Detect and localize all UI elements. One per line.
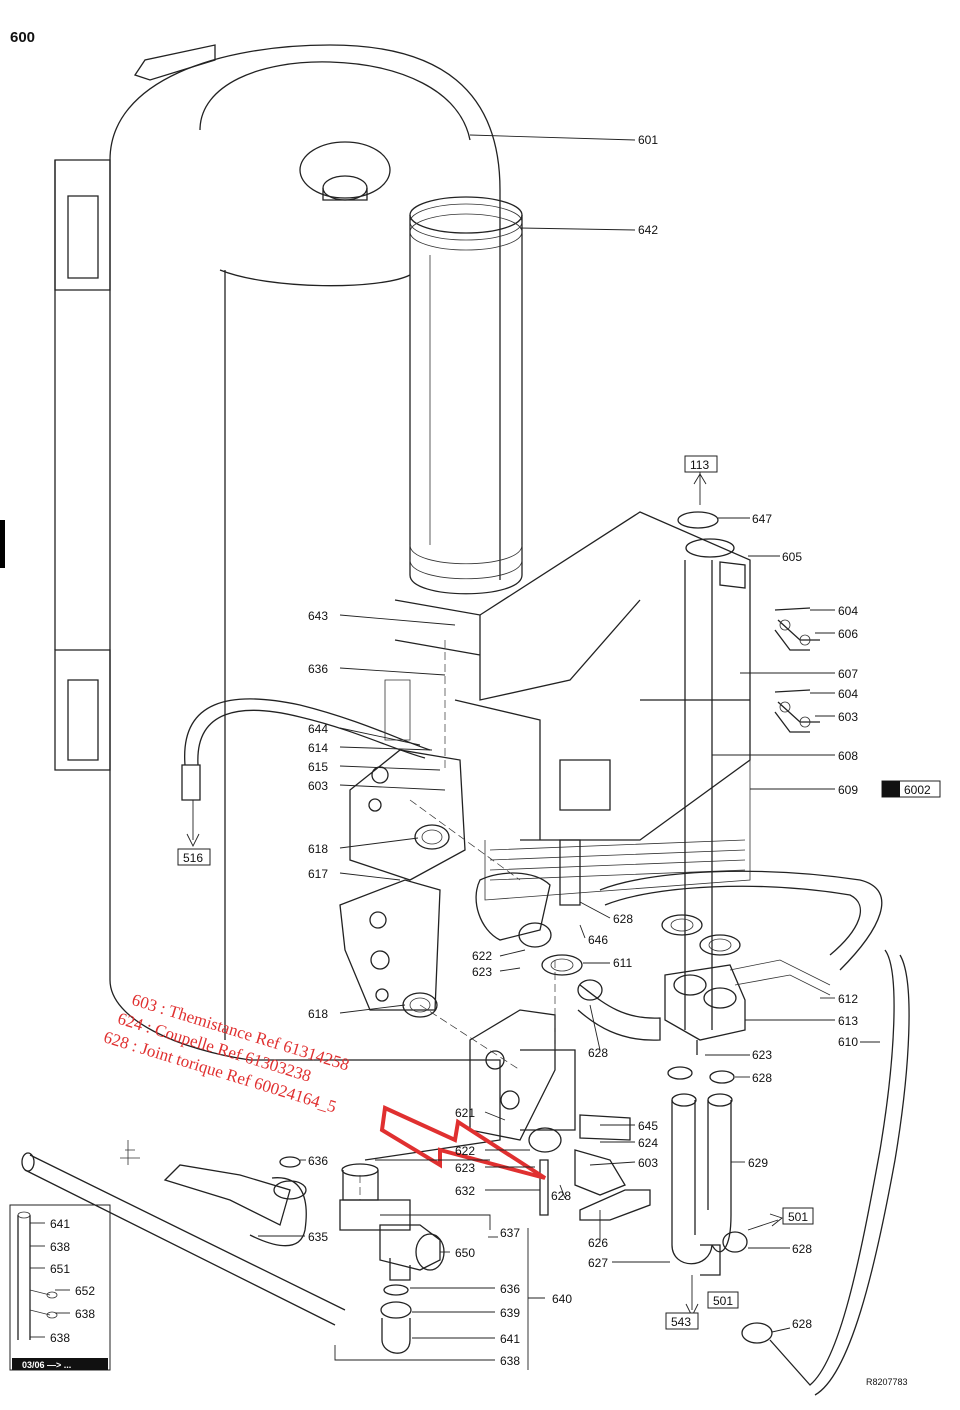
part-label: 623 [752,1048,772,1062]
part-label: 613 [838,1014,858,1028]
part-label: 623 [455,1161,475,1175]
red-annotation-notes: 603 : Themistance Ref 61314258 624 : Cou… [101,990,351,1116]
legend-label: 638 [50,1240,70,1254]
part-label: 612 [838,992,858,1006]
part-label: 628 [792,1317,812,1331]
part-label: 628 [752,1071,772,1085]
seal-rings [661,914,741,956]
drawing-reference: R8207783 [866,1377,908,1387]
part-label: 615 [308,760,328,774]
part-label: 646 [588,933,608,947]
part-label: 643 [308,609,328,623]
part-label: 627 [588,1256,608,1270]
part-label: 611 [613,956,632,970]
part-label: 636 [500,1282,520,1296]
labels-right: 601 642 647 605 604 606 607 604 603 608 … [638,133,858,1331]
part-label: 609 [838,783,858,797]
part-label: 622 [455,1144,475,1158]
part-label: 604 [838,604,858,618]
part-label: 605 [782,550,802,564]
page-number: 600 [10,29,35,46]
clip-group-upper [774,607,820,651]
part-label: 641 [500,1332,520,1346]
legend-label: 641 [50,1217,70,1231]
part-label: 645 [638,1119,658,1133]
labels-left: 643 636 644 614 615 603 618 617 618 628 … [308,609,658,1368]
red-pointer-arrow [379,1105,547,1180]
part-label: 644 [308,722,328,736]
part-label: 628 [551,1189,571,1203]
part-label: 640 [552,1292,572,1306]
part-label: 603 [308,779,328,793]
part-label: 624 [638,1136,658,1150]
part-label: 636 [308,662,328,676]
anode-cylinder [409,196,523,595]
part-label: 618 [308,842,328,856]
part-label: 618 [308,1007,328,1021]
part-label: 628 [588,1046,608,1060]
clip-group-lower [774,689,820,733]
legend-panel: 03/06 —> ... [9,1204,111,1371]
part-label: 647 [752,512,772,526]
leader-lines [30,134,880,1370]
legend-footer: 03/06 —> ... [22,1360,71,1370]
manifold-block [664,959,831,1084]
part-label: 623 [472,965,492,979]
part-label: 637 [500,1226,520,1240]
ref-box-501-lower: 501 [713,1294,733,1308]
long-pipe [599,870,910,1396]
assembly-lines [359,640,556,1200]
part-label: 650 [455,1246,475,1260]
page-edge-mark [0,520,5,568]
part-label: 608 [838,749,858,763]
part-label: 636 [308,1154,328,1168]
tank-drawing [54,44,501,1161]
legend-label: 638 [75,1307,95,1321]
part-label: 603 [638,1156,658,1170]
part-label: 617 [308,867,328,881]
ref-box-113: 113 [690,458,709,472]
part-label: 606 [838,627,858,641]
left-pipe-fitting [21,1140,346,1326]
ref-box-6002: 6002 [904,783,931,797]
part-label: 629 [748,1156,768,1170]
legend-label: 652 [75,1284,95,1298]
boxed-refs: 113 516 6002 501 501 543 [177,455,941,1330]
part-label: 614 [308,741,328,755]
part-label: 607 [838,667,858,681]
part-label: 601 [638,133,658,147]
valve-assembly [469,839,661,1221]
ref-box-516: 516 [183,851,203,865]
part-label: 622 [472,949,492,963]
part-label: 603 [838,710,858,724]
part-label: 638 [500,1354,520,1368]
legend-label: 638 [50,1331,70,1345]
ref-box-543: 543 [671,1315,691,1329]
part-label: 621 [455,1106,475,1120]
flex-hose [181,698,431,848]
part-label: 639 [500,1306,520,1320]
part-label: 628 [792,1242,812,1256]
heat-exchanger-block [394,511,751,1030]
legend-label: 651 [50,1262,70,1276]
u-pipe [671,1093,748,1318]
part-label: 632 [455,1184,475,1198]
part-label: 626 [588,1236,608,1250]
legend-labels: 641 638 651 652 638 638 [50,1217,95,1345]
bracket-plates [339,679,466,1018]
part-label: 642 [638,223,658,237]
part-label: 635 [308,1230,328,1244]
part-label: 604 [838,687,858,701]
ref-box-501-upper: 501 [788,1210,808,1224]
part-label: 628 [613,912,633,926]
part-label: 610 [838,1035,858,1049]
